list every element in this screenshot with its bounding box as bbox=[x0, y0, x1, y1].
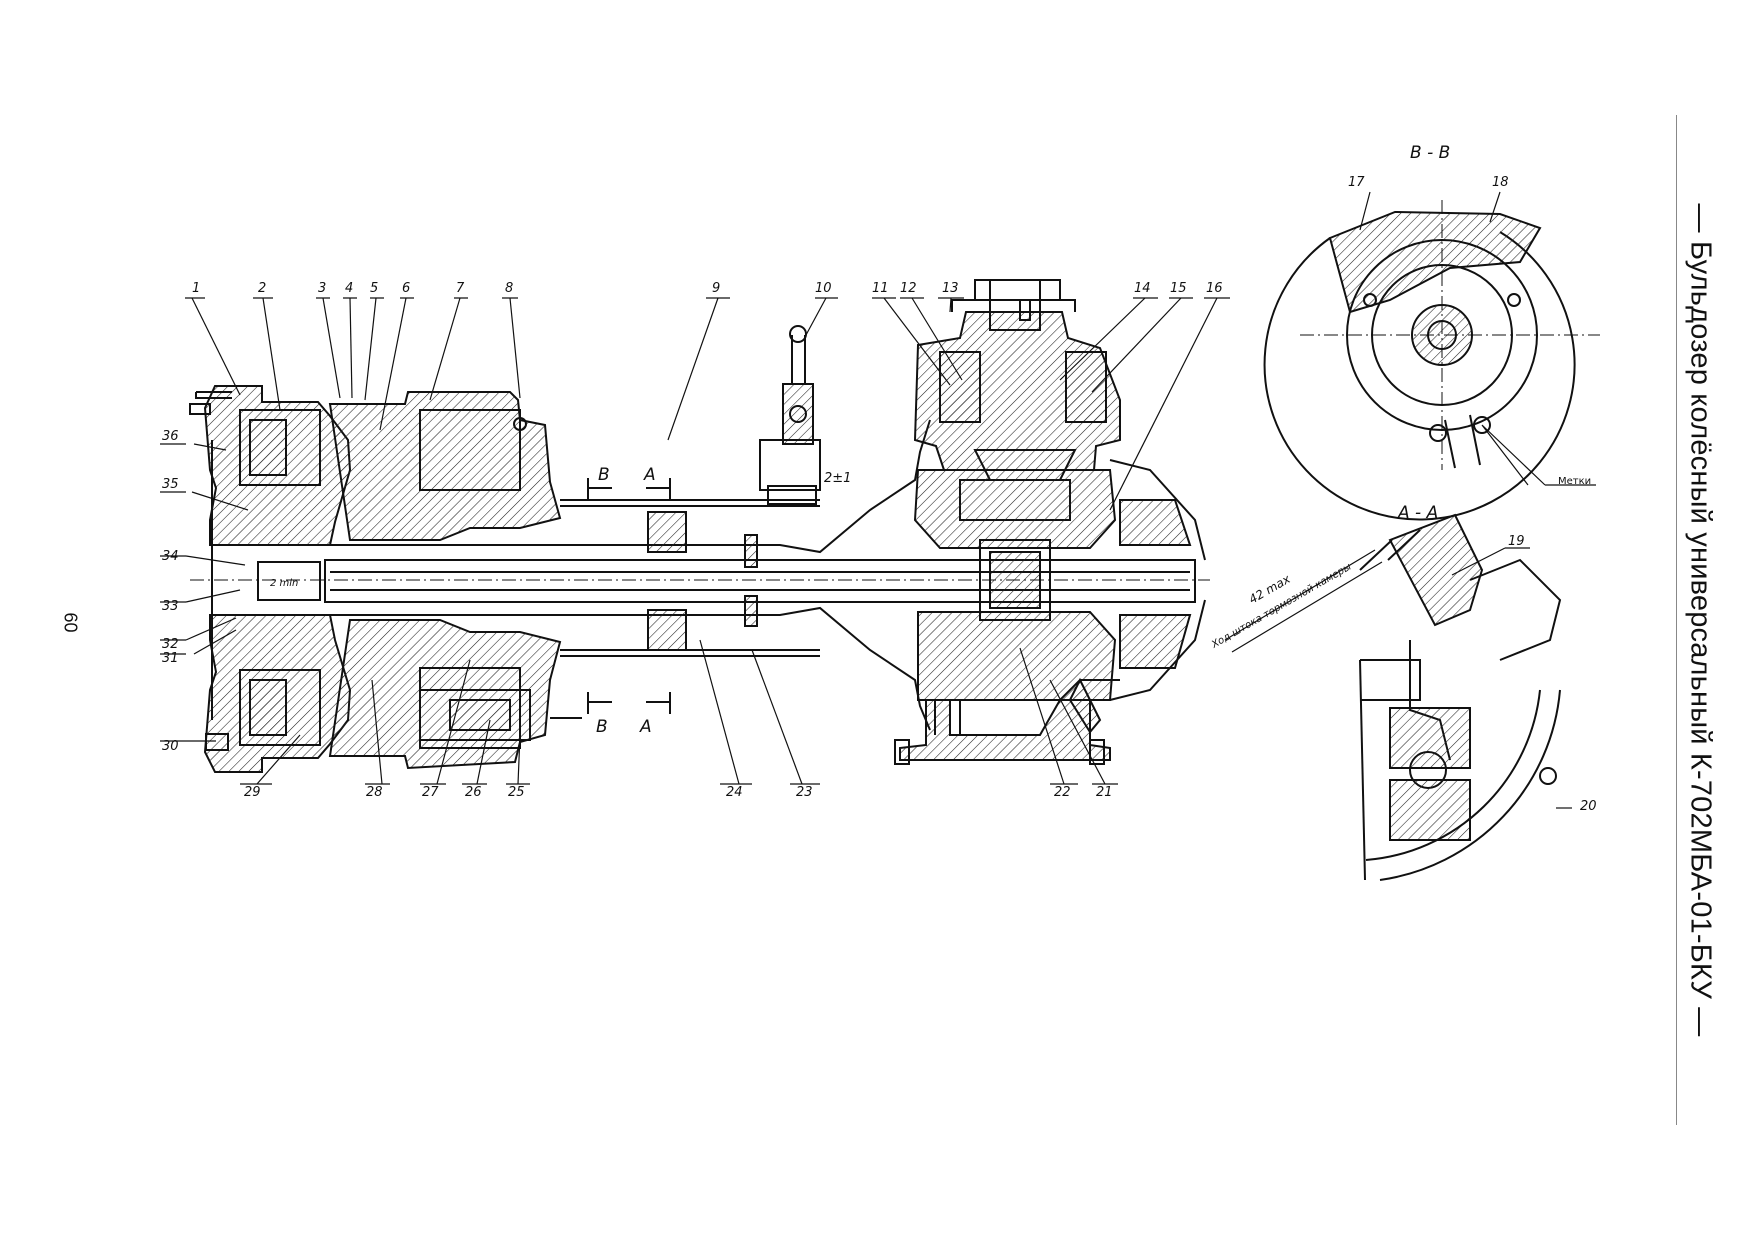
callout-13: 13 bbox=[942, 281, 959, 296]
callout-30: 30 bbox=[162, 739, 179, 754]
cut-marker-b-top: В bbox=[598, 465, 610, 485]
gap-annotation: 2 min bbox=[270, 578, 298, 589]
callout-1: 1 bbox=[192, 281, 200, 296]
side-rule bbox=[1676, 115, 1677, 1125]
cut-marker-b-bottom: В bbox=[596, 717, 608, 737]
callout-27: 27 bbox=[422, 785, 439, 800]
callout-21: 21 bbox=[1096, 785, 1113, 800]
callout-34: 34 bbox=[162, 549, 179, 564]
callout-4: 4 bbox=[345, 281, 353, 296]
callout-28: 28 bbox=[366, 785, 383, 800]
callout-11: 11 bbox=[872, 281, 889, 296]
marks-label: Метки bbox=[1558, 476, 1591, 487]
callout-18: 18 bbox=[1492, 175, 1509, 190]
callout-underlines bbox=[160, 297, 1230, 785]
leader-lines bbox=[185, 297, 1218, 785]
callout-29: 29 bbox=[244, 785, 261, 800]
callout-25: 25 bbox=[508, 785, 525, 800]
section-cut-markers: В А В А 2±1 2 min bbox=[270, 465, 851, 737]
callout-5: 5 bbox=[370, 281, 378, 296]
ratio-annotation: 2±1 bbox=[824, 471, 851, 486]
callout-3: 3 bbox=[318, 281, 326, 296]
callout-labels: 1 2 3 4 5 6 7 8 9 10 11 12 13 14 15 16 1… bbox=[162, 175, 1597, 814]
callout-19: 19 bbox=[1508, 534, 1525, 549]
callout-17: 17 bbox=[1348, 175, 1365, 190]
section-aa-title: А - А bbox=[1397, 503, 1438, 523]
callout-15: 15 bbox=[1170, 281, 1187, 296]
callout-33: 33 bbox=[162, 599, 179, 614]
callout-6: 6 bbox=[402, 281, 410, 296]
callout-8: 8 bbox=[505, 281, 513, 296]
section-bb-view: В - В Метки bbox=[1263, 143, 1600, 521]
callout-26: 26 bbox=[465, 785, 482, 800]
callout-16: 16 bbox=[1206, 281, 1223, 296]
callout-23: 23 bbox=[796, 785, 813, 800]
callout-22: 22 bbox=[1054, 785, 1071, 800]
main-assembly bbox=[189, 279, 1210, 773]
callout-7: 7 bbox=[456, 281, 465, 296]
callout-10: 10 bbox=[815, 281, 832, 296]
callout-35: 35 bbox=[162, 477, 179, 492]
section-bb-title: В - В bbox=[1410, 143, 1450, 163]
callout-31: 31 bbox=[162, 651, 179, 666]
callout-20: 20 bbox=[1580, 799, 1597, 814]
callout-2: 2 bbox=[258, 281, 266, 296]
callout-14: 14 bbox=[1134, 281, 1151, 296]
cut-marker-a-top: А bbox=[643, 465, 656, 485]
section-aa-view: А - А 42 max Ход штока тормозной камеры bbox=[1209, 503, 1572, 881]
callout-24: 24 bbox=[726, 785, 743, 800]
callout-12: 12 bbox=[900, 281, 917, 296]
callout-36: 36 bbox=[162, 429, 179, 444]
callout-32: 32 bbox=[162, 637, 179, 652]
callout-9: 9 bbox=[712, 281, 720, 296]
cut-marker-a-bottom: А bbox=[639, 717, 652, 737]
